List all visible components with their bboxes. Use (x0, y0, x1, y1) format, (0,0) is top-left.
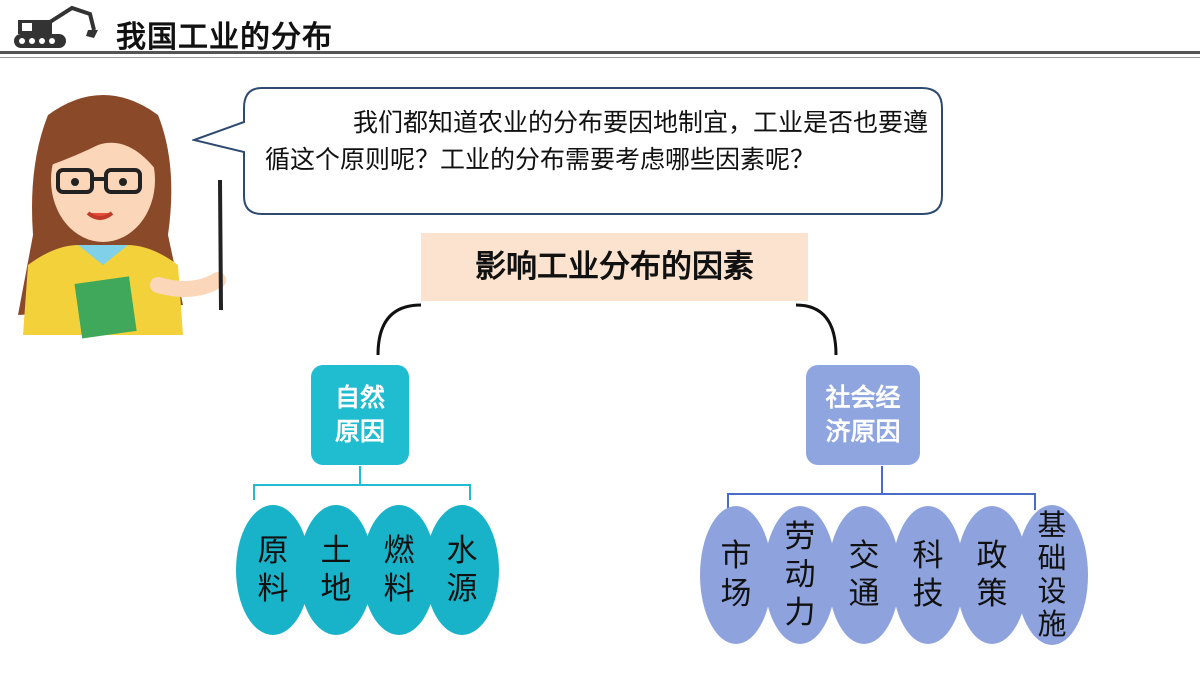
factor-char: 场 (720, 576, 752, 612)
factor-char: 料 (257, 571, 289, 607)
factor-land: 土地 (299, 505, 373, 635)
category-social: 社会经 济原因 (806, 365, 920, 465)
factor-labor: 劳动力 (764, 506, 836, 644)
factor-char: 基 (1037, 508, 1067, 542)
category-social-line1: 社会经 (825, 383, 901, 412)
root-node-background (421, 233, 808, 301)
header-divider (0, 51, 1200, 54)
category-natural-line2: 原因 (334, 417, 385, 446)
factor-infrastructure: 基础设施 (1016, 505, 1088, 645)
factor-char: 劳 (784, 519, 816, 555)
factor-char: 策 (976, 576, 1008, 612)
factor-char: 设 (1037, 574, 1067, 608)
speech-bubble (192, 87, 943, 215)
factor-char: 力 (784, 595, 816, 631)
page-title: 我国工业的分布 (116, 20, 333, 55)
factor-char: 水 (446, 533, 478, 569)
factor-char: 科 (912, 538, 944, 574)
root-node: 影响工业分布的因素 (475, 249, 754, 285)
factor-char: 燃 (383, 533, 415, 569)
factor-market: 市场 (700, 506, 772, 644)
factor-technology: 科技 (892, 506, 964, 644)
factor-char: 施 (1037, 607, 1067, 641)
factor-char: 技 (912, 576, 944, 612)
factor-char: 土 (320, 533, 352, 569)
excavator-icon (14, 5, 98, 48)
speech-text: 我们都知道农业的分布要因地制宜，工业是否也要遵循这个原则呢？工业的分布需要考虑哪… (265, 108, 929, 174)
factor-char: 通 (848, 576, 880, 612)
category-social-line2: 济原因 (825, 417, 901, 446)
category-natural-line1: 自然 (334, 383, 385, 412)
factor-char: 动 (784, 557, 816, 593)
factor-transport: 交通 (828, 506, 900, 644)
factor-char: 础 (1037, 541, 1067, 575)
factor-fuel: 燃料 (362, 505, 436, 635)
factor-char: 地 (320, 571, 352, 607)
teacher-illustration (18, 95, 226, 339)
factor-char: 市 (720, 538, 752, 574)
header-divider-thin (0, 57, 1200, 58)
factor-char: 原 (257, 533, 289, 569)
factor-raw-materials: 原料 (236, 505, 310, 635)
factor-char: 政 (976, 538, 1008, 574)
factor-water: 水源 (425, 505, 499, 635)
factor-char: 源 (446, 571, 478, 607)
factor-char: 交 (848, 538, 880, 574)
factor-char: 料 (383, 571, 415, 607)
category-natural: 自然 原因 (311, 365, 409, 465)
